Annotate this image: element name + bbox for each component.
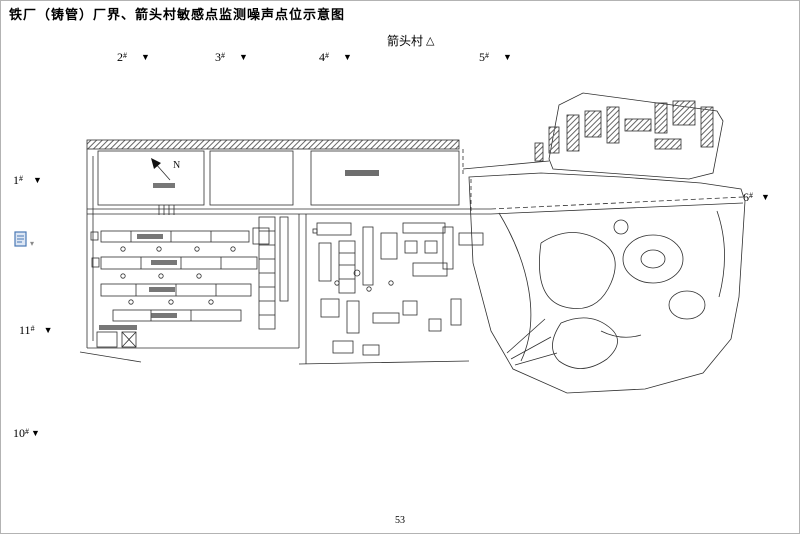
noise-point-marker-11: 11# ▼	[19, 323, 53, 337]
noise-point-marker-4: 4# ▼	[319, 50, 352, 64]
noise-point-marker-6: 6# ▼	[743, 190, 770, 204]
down-triangle-icon: ▼	[761, 192, 770, 202]
page-number: 53	[395, 515, 405, 526]
down-triangle-icon: ▼	[343, 52, 352, 62]
down-triangle-icon: ▼	[43, 325, 53, 335]
noise-point-marker-1: 1# ▼	[13, 173, 42, 187]
village-name: 箭头村	[387, 34, 424, 48]
noise-point-marker-5: 5# ▼	[479, 50, 512, 64]
noise-point-marker-2: 2# ▼	[117, 50, 150, 64]
page-title: 铁厂（铸管）厂界、箭头村敏感点监测噪声点位示意图	[9, 7, 346, 22]
village-label: 箭头村 △	[387, 35, 434, 48]
compass-n-label: N	[173, 160, 180, 171]
open-triangle-icon: △	[426, 35, 435, 47]
dropdown-arrow-icon: ▾	[30, 239, 35, 248]
down-triangle-icon: ▼	[503, 52, 512, 62]
noise-point-marker-3: 3# ▼	[215, 50, 248, 64]
noise-point-marker-10: 10# ▼	[13, 426, 40, 440]
clipboard-glyph	[14, 231, 27, 247]
down-triangle-icon: ▼	[33, 175, 42, 185]
down-triangle-icon: ▼	[239, 52, 248, 62]
clipboard-paste-icon[interactable]: ▾	[14, 231, 34, 248]
down-triangle-icon: ▼	[141, 52, 150, 62]
down-triangle-icon: ▼	[31, 428, 40, 438]
